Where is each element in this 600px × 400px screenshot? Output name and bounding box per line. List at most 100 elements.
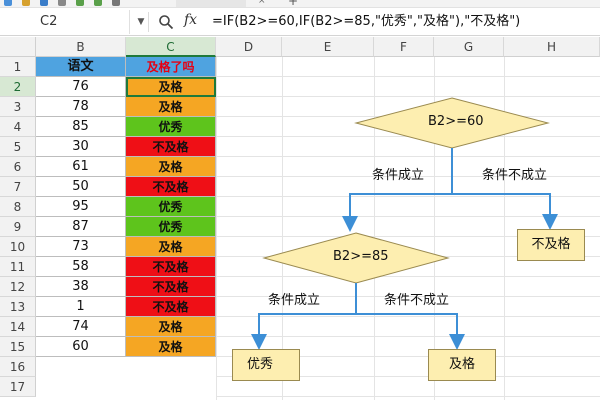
formula-bar: C2 ▼ fx =IF(B2>=60,IF(B2>=85,"优秀","及格"),…: [0, 8, 600, 36]
row-header-4[interactable]: 4: [0, 117, 36, 137]
save-icon[interactable]: [40, 0, 48, 6]
row-header-14[interactable]: 14: [0, 317, 36, 337]
row-header-9[interactable]: 9: [0, 217, 36, 237]
score-cell[interactable]: 38: [36, 277, 126, 297]
row-header-13[interactable]: 13: [0, 297, 36, 317]
d1-no-label: 条件不成立: [482, 168, 548, 183]
result-cell[interactable]: 优秀: [126, 217, 216, 237]
score-cell[interactable]: 74: [36, 317, 126, 337]
score-cell[interactable]: 30: [36, 137, 126, 157]
row-header-7[interactable]: 7: [0, 177, 36, 197]
d2-no-label: 条件不成立: [384, 293, 450, 308]
row-header-11[interactable]: 11: [0, 257, 36, 277]
row-header-6[interactable]: 6: [0, 157, 36, 177]
gridline: [434, 57, 435, 400]
gridline: [216, 376, 600, 377]
row-header-12[interactable]: 12: [0, 277, 36, 297]
gridline: [216, 336, 600, 337]
column-header-d[interactable]: D: [216, 37, 282, 57]
formula-input[interactable]: =IF(B2>=60,IF(B2>=85,"优秀","及格"),"不及格"): [212, 14, 521, 29]
row-header-2[interactable]: 2: [0, 77, 36, 97]
column-header-e[interactable]: E: [282, 37, 374, 57]
result-cell[interactable]: 及格: [126, 237, 216, 257]
score-cell[interactable]: 73: [36, 237, 126, 257]
outcome-pass-label: 及格: [448, 357, 475, 372]
score-cell[interactable]: 50: [36, 177, 126, 197]
result-cell[interactable]: 及格: [126, 317, 216, 337]
gridline: [216, 57, 217, 400]
d1-yes-label: 条件成立: [372, 168, 425, 183]
header-cell-chinese[interactable]: 语文: [36, 57, 126, 77]
row-header-5[interactable]: 5: [0, 137, 36, 157]
row-header-1[interactable]: 1: [0, 57, 36, 77]
column-header-c[interactable]: C: [126, 37, 216, 57]
result-cell[interactable]: 不及格: [126, 257, 216, 277]
result-cell[interactable]: 优秀: [126, 197, 216, 217]
redo-icon[interactable]: [94, 0, 102, 6]
result-cell[interactable]: 不及格: [126, 177, 216, 197]
result-cell[interactable]: 不及格: [126, 277, 216, 297]
row-header-15[interactable]: 15: [0, 337, 36, 357]
divider: [148, 12, 149, 32]
gridline: [216, 156, 600, 157]
print-icon[interactable]: [58, 0, 66, 6]
row-header-8[interactable]: 8: [0, 197, 36, 217]
connector-d1-no: [452, 193, 558, 230]
undo-icon[interactable]: [76, 0, 84, 6]
app-icon[interactable]: [4, 0, 12, 6]
score-cell[interactable]: 85: [36, 117, 126, 137]
outcome-fail-label: 不及格: [531, 237, 571, 252]
result-cell[interactable]: 及格: [126, 97, 216, 117]
decision-1-label: B2>=60: [428, 114, 484, 129]
score-cell[interactable]: 1: [36, 297, 126, 317]
fx-icon[interactable]: fx: [184, 12, 198, 28]
gridline: [216, 296, 600, 297]
row-header-10[interactable]: 10: [0, 237, 36, 257]
score-cell[interactable]: 58: [36, 257, 126, 277]
score-cell[interactable]: 87: [36, 217, 126, 237]
workbook-tab[interactable]: [176, 0, 246, 7]
score-cell[interactable]: 76: [36, 77, 126, 97]
score-cell[interactable]: 60: [36, 337, 126, 357]
connector-d2-no: [356, 313, 465, 350]
column-header-b[interactable]: B: [36, 37, 126, 57]
result-cell[interactable]: 及格: [126, 77, 216, 97]
header-cell-passed[interactable]: 及格了吗: [126, 57, 216, 77]
column-header-f[interactable]: F: [374, 37, 434, 57]
folder-icon[interactable]: [22, 0, 30, 6]
new-tab-icon[interactable]: +: [288, 0, 299, 8]
gridline: [216, 196, 600, 197]
score-cell[interactable]: 61: [36, 157, 126, 177]
score-cell[interactable]: 78: [36, 97, 126, 117]
result-cell[interactable]: 优秀: [126, 117, 216, 137]
score-cell[interactable]: 95: [36, 197, 126, 217]
chevron-down-icon[interactable]: ▼: [137, 17, 145, 27]
select-all-corner[interactable]: [0, 37, 36, 57]
result-cell[interactable]: 及格: [126, 157, 216, 177]
gridline: [216, 356, 600, 357]
row-header-3[interactable]: 3: [0, 97, 36, 117]
gridline: [216, 136, 600, 137]
gridline: [216, 216, 600, 217]
result-cell[interactable]: 及格: [126, 337, 216, 357]
name-box[interactable]: C2: [0, 10, 130, 34]
d2-yes-label: 条件成立: [268, 293, 321, 308]
close-tab-icon[interactable]: ×: [258, 0, 266, 6]
gridline: [504, 57, 505, 400]
outcome-excellent-box: 优秀: [232, 349, 300, 381]
result-cell[interactable]: 不及格: [126, 137, 216, 157]
gridline: [216, 76, 600, 77]
result-cell[interactable]: 不及格: [126, 297, 216, 317]
row-header-16[interactable]: 16: [0, 357, 36, 377]
column-header-h[interactable]: H: [504, 37, 600, 57]
gridline: [216, 96, 600, 97]
gridline: [374, 57, 375, 400]
outcome-excellent-label: 优秀: [247, 357, 274, 372]
row-header-17[interactable]: 17: [0, 377, 36, 397]
gridline: [216, 116, 600, 117]
column-header-g[interactable]: G: [434, 37, 504, 57]
gridline: [216, 316, 600, 317]
gridline: [216, 276, 600, 277]
chevron-down-icon[interactable]: [112, 0, 120, 6]
zoom-icon[interactable]: [158, 14, 174, 30]
